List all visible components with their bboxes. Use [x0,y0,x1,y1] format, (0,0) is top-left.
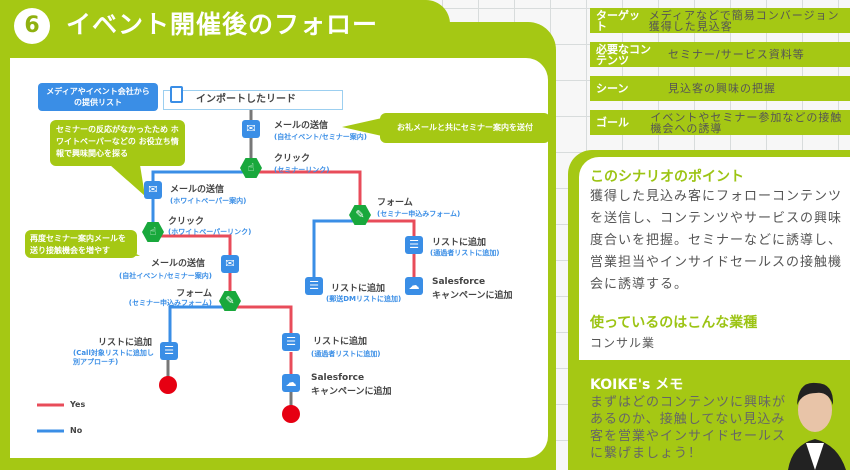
author-photo [788,382,846,470]
end-point [282,405,300,423]
connector-no [168,305,230,342]
node-label: リストに追加 [97,338,152,348]
node-sublabel: (セミナー申込みフォーム) [377,210,461,218]
point-heading: このシナリオのポイント [590,169,744,185]
node-label: Salesforce [311,373,365,383]
info-row-target: ターゲットメディアなどで簡易コンバージョン獲得した見込客 [590,8,850,33]
title-banner [0,0,450,48]
node-sublabel: (セミナーリンク) [274,166,330,174]
node-sublabel: (郵送DMリストに追加) [326,295,402,303]
node-sublabel: (自社イベント/セミナー案内) [119,272,212,280]
mail-icon: ✉ [144,181,162,199]
form-icon: ✎ [219,291,241,311]
node-sublabel: キャンペーンに追加 [311,387,392,397]
scenario-number: 6 [14,8,50,44]
node-label: クリック [274,154,311,164]
callout1-pointer [342,118,382,136]
callout2-pointer [110,165,145,196]
info-row-content: 必要なコンテンツ セミナー/サービス資料等 [590,42,850,67]
list-icon: ☰ [160,342,178,360]
node-sublabel: キャンペーンに追加 [432,291,513,301]
industry-body: コンサル業 [590,336,656,350]
node-label: メールの送信 [170,185,225,195]
click-icon: ☝ [142,222,164,242]
node-sublabel: (通過者リストに追加) [311,350,381,358]
source-list-label: メディアやイベント会社からの提供リスト [38,83,158,111]
mail-icon: ✉ [221,255,239,273]
click-icon: ☝ [240,158,262,178]
page-title: イベント開催後のフォロー [66,10,379,39]
form-icon: ✎ [349,205,371,225]
node-label: メールの送信 [150,259,205,269]
node-label: クリック [168,217,205,227]
legend-yes-label: Yes [70,400,86,409]
industry-heading: 使っているのはこんな業種 [590,315,758,331]
cloud-icon: ☁ [405,277,423,295]
memo-heading: KOIKE's メモ [590,377,684,393]
info-value: セミナー/サービス資料等 [668,48,805,61]
document-icon [170,86,183,103]
node-sublabel: (ホワイトペーパー案内) [170,197,247,205]
list-icon: ☰ [405,236,423,254]
node-label: フォーム [176,289,212,299]
node-label: フォーム [377,198,413,208]
callout-resend: 再度セミナー案内メールを 送り接触機会を増やす [25,230,137,258]
info-label: シーン [596,82,629,95]
list-icon: ☰ [282,333,300,351]
memo-body: まずはどのコンテンツに興味があるのか、接触してない見込み客を営業やインサイドセー… [590,395,787,461]
legend-no-label: No [70,426,83,435]
cloud-icon: ☁ [282,374,300,392]
info-label: ターゲット [596,8,640,33]
info-value: メディアなどで簡易コンバージョン獲得した見込客 [648,8,840,33]
info-row-scene: シーン 見込客の興味の把握 [590,76,850,101]
node-label: リストに追加 [313,337,368,347]
info-label: 必要なコンテンツ [596,42,651,67]
connector-yes [251,170,362,207]
connector-yes [230,305,293,334]
connector-yes [360,219,416,237]
node-sublabel: (通過者リストに追加) [430,249,500,257]
connector-no [312,219,360,278]
node-sublabel: (セミナー申込みフォーム) [128,299,212,307]
connector-yes [153,234,232,256]
node-label: Salesforce [432,277,486,287]
callout-whitepaper: セミナーの反応がなかったため ホワイトペーパーなどの お役立ち情報で興味関心を探… [50,120,185,166]
mail-icon: ✉ [242,120,260,138]
node-sublabel: (自社イベント/セミナー案内) [274,133,367,141]
connector-no [151,170,251,182]
point-panel-inner [579,157,850,360]
node-label: メールの送信 [274,121,329,131]
end-point [159,376,177,394]
info-value: イベントやセミナー参加などの接触機会への誘導 [650,110,843,135]
point-body: 獲得した見込み客にフォローコンテンツを送信し、コンテンツやサービスの興味度合いを… [590,189,843,292]
node-label: リストに追加 [331,284,386,294]
import-lead-box: インポートしたリード [163,90,343,110]
list-icon: ☰ [305,277,323,295]
node-sublabel: (Call対象リストに追加し別アプローチ) [73,349,154,366]
info-value: 見込客の興味の把握 [668,82,776,95]
node-label: リストに追加 [432,238,487,248]
info-row-goal: ゴール イベントやセミナー参加などの接触機会への誘導 [590,110,850,135]
info-label: ゴール [596,116,629,129]
callout-thanks-mail: お礼メールと共にセミナー案内を送付 [380,113,550,143]
node-sublabel: (ホワイトペーパーリンク) [168,228,252,236]
